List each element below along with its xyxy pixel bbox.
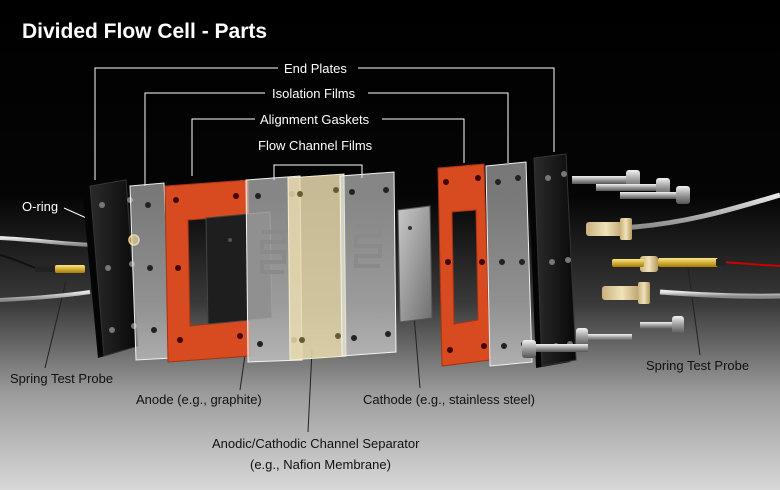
leader-isolation-left — [144, 92, 265, 186]
leader-gaskets-right — [382, 118, 465, 163]
tube-right-upper — [619, 192, 780, 231]
leader-flow-films — [273, 164, 363, 180]
channel-separator-membrane — [287, 173, 347, 361]
label-spring-test-probe-left: Spring Test Probe — [10, 371, 114, 386]
label-spring-test-probe-right: Spring Test Probe — [646, 358, 750, 373]
leader-end-plates-right — [358, 67, 555, 152]
tube-left-upper — [0, 236, 101, 247]
alignment-gasket-right — [437, 163, 491, 367]
bolts — [522, 170, 690, 358]
leader-separator — [307, 349, 313, 433]
tube-left-lower — [0, 290, 91, 302]
page-title: Divided Flow Cell - Parts — [22, 20, 268, 43]
isolation-film-right — [485, 161, 533, 367]
flow-channel-film-right — [339, 171, 397, 357]
leader-gaskets-left — [191, 118, 255, 176]
end-plate-right — [528, 153, 577, 368]
label-flow-channel-films: Flow Channel Films — [258, 138, 373, 153]
label-separator-line1: Anodic/Cathodic Channel Separator — [212, 436, 420, 451]
label-o-ring: O-ring — [22, 199, 59, 214]
leader-cathode — [413, 314, 421, 389]
label-end-plates: End Plates — [284, 61, 347, 76]
label-anode: Anode (e.g., graphite) — [136, 392, 262, 407]
leader-end-plates-left — [94, 67, 278, 180]
spring-probe-right — [612, 258, 726, 267]
tube-right-lower — [659, 289, 780, 299]
fittings — [586, 218, 658, 304]
end-plate-left — [82, 179, 140, 358]
label-separator-line2: (e.g., Nafion Membrane) — [250, 457, 391, 472]
label-alignment-gaskets: Alignment Gaskets — [260, 112, 370, 127]
wire-right — [719, 261, 780, 267]
leader-probe-right — [687, 267, 701, 356]
label-isolation-films: Isolation Films — [272, 86, 356, 101]
leader-lines — [63, 67, 555, 239]
leader-isolation-right — [368, 92, 509, 163]
cathode-steel — [397, 205, 433, 323]
label-cathode: Cathode (e.g., stainless steel) — [363, 392, 535, 407]
spring-probe-left — [35, 265, 85, 273]
